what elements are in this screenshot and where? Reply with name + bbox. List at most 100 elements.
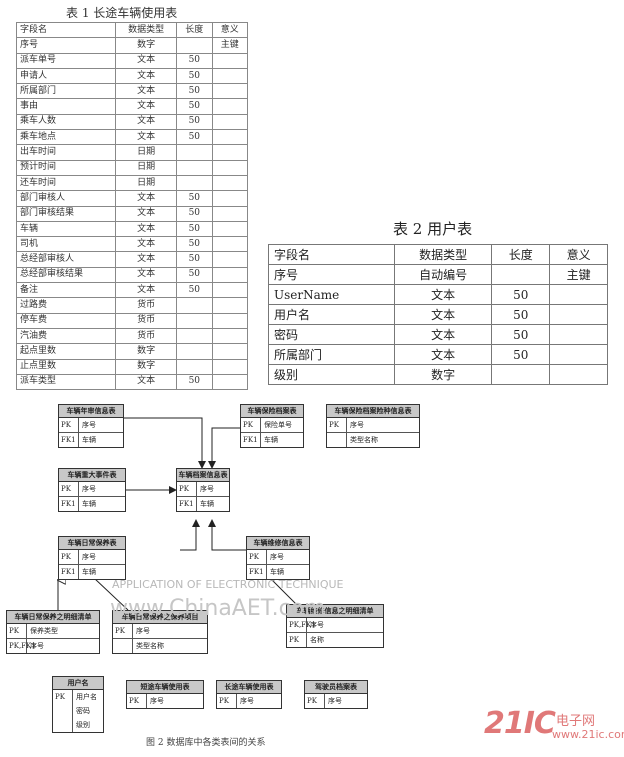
erd-field: 序号 [136, 627, 150, 635]
erd-key: PK [127, 694, 147, 708]
table-cell: 数据类型 [393, 244, 493, 265]
erd-key: FK1 [59, 564, 79, 579]
erd-key [53, 704, 73, 718]
table-row: 序号自动编号主键 [268, 264, 608, 285]
logo-21ic: 21IC [484, 706, 556, 741]
table-cell: 级别 [268, 364, 395, 385]
erd-field: 车辆 [79, 564, 125, 579]
table2-caption: 表 2 用户表 [393, 220, 473, 238]
erd-field: 序号 [27, 638, 99, 653]
erd-key: PK [113, 624, 133, 638]
erd-key: FK1 [59, 496, 79, 511]
table-row: 序号数字主键 [15, 37, 249, 54]
table-row: 级别数字 [268, 364, 608, 385]
table-cell: 用户名 [268, 304, 395, 325]
erd-field: 级别 [76, 721, 90, 729]
erd-key [327, 432, 347, 447]
erd-key: PK,FK1 [7, 638, 36, 653]
erd-entity-title: 车辆日常保养之保养项目 [113, 611, 207, 624]
erd-key: PK [177, 482, 197, 496]
table1-caption: 表 1 长途车辆使用表 [66, 6, 178, 20]
erd-entity-title: 车辆年审信息表 [59, 405, 123, 418]
erd-field: 序号 [150, 697, 164, 705]
erd-key: PK [59, 418, 79, 432]
erd-field: 用户名 [76, 693, 97, 701]
erd-key: PK [247, 550, 267, 564]
erd-field: 序号 [310, 621, 324, 629]
table-row: 还车时间日期 [15, 174, 249, 192]
table-cell [211, 373, 249, 391]
erd-key: PK [7, 624, 27, 638]
erd-field: 序号 [82, 421, 96, 429]
table-row: 出车时间日期 [15, 144, 249, 161]
erd-key: FK1 [59, 432, 79, 447]
erd-key: PK,FK1 [287, 618, 316, 632]
watermark-line1: APPLICATION OF ELECTRONIC TECHNIQUE [112, 578, 344, 591]
table-row: 过路费货币 [15, 297, 249, 314]
erd-field: 类型名称 [133, 638, 207, 653]
table-row: 起点里数数字 [15, 343, 249, 360]
table-cell [549, 364, 608, 385]
watermark-line2: www.ChinaAET.com [110, 596, 326, 621]
table-cell: 派车类型 [15, 373, 117, 391]
table-cell: 文本 [393, 304, 493, 325]
table-cell: 数字 [393, 364, 493, 385]
erd-field: 保险单号 [264, 421, 292, 429]
erd-key: FK1 [247, 564, 267, 579]
erd-entity-title: 车辆日常保养表 [59, 537, 125, 550]
erd-field: 车辆 [79, 432, 123, 447]
erd-field: 车辆 [261, 432, 303, 447]
erd-caption: 图 2 数据库中各类表间的关系 [146, 738, 266, 748]
erd-field: 序号 [328, 697, 342, 705]
erd-entity-title: 车辆重大事件表 [59, 469, 125, 482]
table-cell: UserName [268, 284, 395, 305]
erd-field: 车辆 [267, 564, 309, 579]
erd-entity-title: 车辆保险档案表 [241, 405, 303, 418]
erd-key: FK1 [177, 496, 197, 511]
erd-field: 序号 [82, 553, 96, 561]
erd-key: PK [287, 632, 307, 647]
erd-key: FK1 [241, 432, 261, 447]
erd-field: 序号 [240, 697, 254, 705]
erd-field: 车辆 [79, 496, 125, 511]
erd-key [53, 718, 73, 732]
table-cell: 意义 [549, 244, 608, 265]
erd-key: PK [305, 694, 325, 708]
table-row: 汽油费货币 [15, 327, 249, 345]
erd-key: PK [53, 690, 73, 704]
logo-url: www.21ic.com [552, 728, 624, 741]
erd-key: PK [59, 550, 79, 564]
erd-field: 序号 [350, 421, 364, 429]
erd-field: 序号 [82, 485, 96, 493]
erd-key: PK [59, 482, 79, 496]
erd-entity-title: 短途车辆使用表 [127, 681, 203, 694]
erd-field: 序号 [270, 553, 284, 561]
erd-field: 保养类型 [30, 627, 58, 635]
erd-entity-title: 长途车辆使用表 [217, 681, 281, 694]
table-cell: 文本 [393, 324, 493, 345]
logo-subtitle: 电子网 [556, 714, 596, 729]
erd-entity-title: 车辆维修信息之明细清单 [287, 605, 383, 618]
